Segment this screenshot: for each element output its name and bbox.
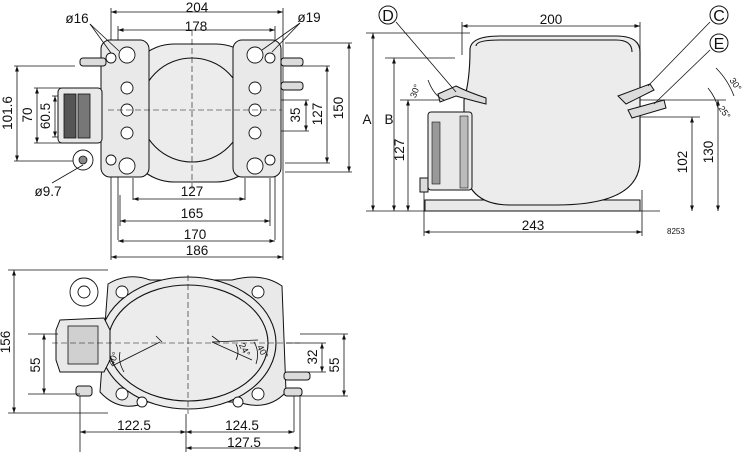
dim-200: 200: [540, 12, 563, 27]
angle-right-25: 25°: [716, 104, 732, 121]
angle-right-30: 30°: [727, 76, 743, 93]
side-shell: [463, 35, 641, 206]
dim-60-5: 60.5: [38, 103, 53, 129]
dim-70: 70: [20, 107, 35, 122]
dim-55-right: 55: [327, 357, 342, 372]
dim-127-vertical: 127: [310, 103, 325, 126]
callout-c: C: [713, 8, 725, 25]
dim-hole-19: ø19: [297, 10, 320, 25]
front-view: 204 178 ø16 ø19 127 165 170 186 ø9.7 150…: [0, 0, 352, 260]
dim-122-5: 122.5: [117, 418, 151, 433]
top-view: 156 55 32 55 122.5 124.5 127.5 40° 24° 4…: [0, 269, 348, 452]
angle-left-30: 30°: [408, 82, 422, 99]
dim-170: 170: [184, 227, 207, 242]
drawing-number: 8253: [667, 227, 685, 236]
dim-243: 243: [522, 218, 545, 233]
callout-d: D: [382, 8, 394, 25]
callout-e: E: [714, 36, 725, 53]
dim-130: 130: [701, 141, 716, 164]
dim-hole-16: ø16: [65, 11, 88, 26]
dim-127-5: 127.5: [227, 435, 261, 450]
dim-186: 186: [186, 243, 209, 258]
dim-102: 102: [675, 151, 690, 174]
dim-35: 35: [288, 107, 303, 122]
dim-150: 150: [331, 97, 346, 120]
dim-127-horizontal: 127: [181, 184, 204, 199]
dim-178: 178: [185, 19, 208, 34]
dim-204: 204: [186, 0, 209, 15]
dim-32: 32: [305, 349, 320, 364]
dim-124-5: 124.5: [225, 418, 259, 433]
dim-156: 156: [0, 331, 13, 354]
dim-9-7: ø9.7: [34, 184, 61, 199]
side-view: D C E 200 243 A B 127 102 130 30° 30° 25…: [362, 5, 744, 236]
dim-101-6: 101.6: [0, 96, 15, 130]
dim-165: 165: [181, 206, 204, 221]
dim-55-left: 55: [28, 357, 43, 372]
label-a: A: [362, 112, 371, 127]
label-b: B: [384, 112, 393, 127]
dim-127-side: 127: [392, 139, 407, 162]
